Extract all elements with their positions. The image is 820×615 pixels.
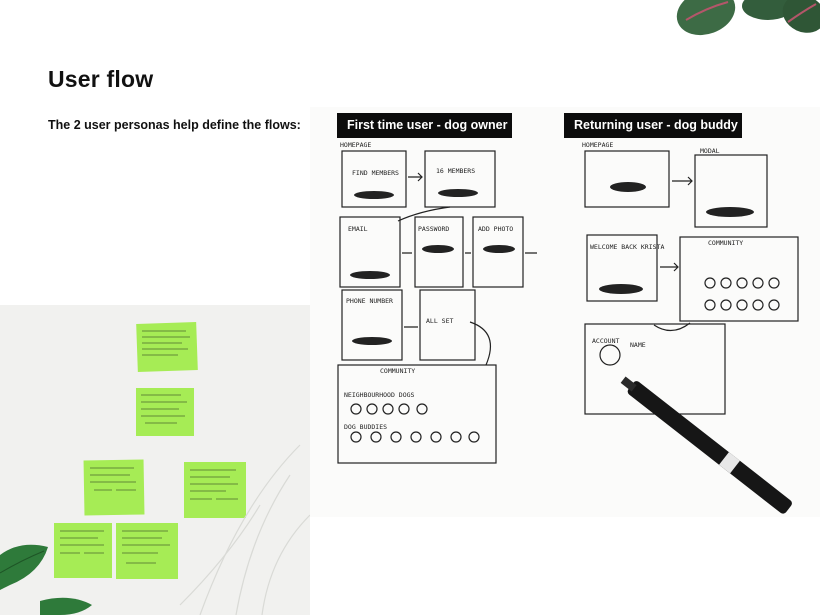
sketch-neighbourhood-label: NEIGHBOURHOOD DOGS <box>344 391 415 399</box>
sketch-homepage-2-label: HOMEPAGE <box>582 141 613 149</box>
sketch-homepage-label: HOMEPAGE <box>340 141 371 149</box>
sketch-add-photo-label: ADD PHOTO <box>478 225 513 233</box>
sketch-modal-label: MODAL <box>700 147 720 155</box>
page-subtitle: The 2 user personas help define the flow… <box>48 118 301 132</box>
leaf-decoration-top <box>676 0 820 42</box>
sketch-email-label: EMAIL <box>348 225 368 233</box>
sketch-name-label: NAME <box>630 341 646 349</box>
page-title: User flow <box>48 66 154 92</box>
sketch-welcome-label: WELCOME BACK KRISTA <box>590 243 664 251</box>
sketch-account-label: ACCOUNT <box>592 337 619 345</box>
first-time-user-label: First time user - dog owner <box>337 113 512 138</box>
sketch-community-2-label: COMMUNITY <box>708 239 743 247</box>
sticky-notes-photo <box>0 305 310 615</box>
returning-user-label: Returning user - dog buddy <box>564 113 742 138</box>
sketch-phone-label: PHONE NUMBER <box>346 297 393 305</box>
sketch-password-label: PASSWORD <box>418 225 449 233</box>
wireframe-sketches-photo: HOMEPAGE FIND MEMBERS 16 MEMBERS EMAIL P… <box>310 107 820 517</box>
sketch-all-set-label: ALL SET <box>426 317 453 325</box>
sketch-members-label: 16 MEMBERS <box>436 167 475 175</box>
sketch-dog-buddies-label: DOG BUDDIES <box>344 423 387 431</box>
sketch-find-members-label: FIND MEMBERS <box>352 169 399 177</box>
sketch-community-label: COMMUNITY <box>380 367 415 375</box>
